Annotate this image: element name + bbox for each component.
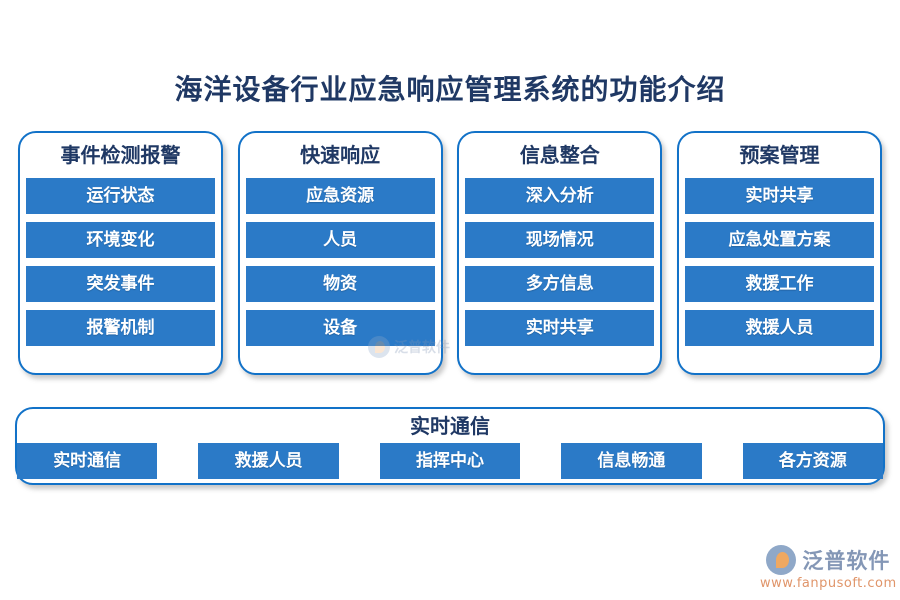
- feature-card-information-integration: 信息整合 深入分析 现场情况 多方信息 实时共享: [457, 131, 663, 375]
- page-title: 海洋设备行业应急响应管理系统的功能介绍: [174, 73, 726, 106]
- feature-bar[interactable]: 实时共享: [465, 310, 655, 346]
- feature-bar[interactable]: 深入分析: [465, 178, 655, 214]
- feature-bar[interactable]: 设备: [245, 310, 435, 346]
- feature-bar[interactable]: 实时共享: [684, 178, 874, 214]
- feature-bar[interactable]: 环境变化: [26, 222, 215, 258]
- feature-chip[interactable]: 信息畅通: [561, 443, 702, 479]
- company-url: www.fanpusoft.com: [760, 576, 897, 591]
- card-title: 信息整合: [519, 143, 600, 167]
- feature-chip[interactable]: 各方资源: [742, 443, 884, 479]
- card-item-list: 运行状态 环境变化 突发事件 报警机制: [26, 178, 215, 346]
- feature-bar[interactable]: 应急处置方案: [684, 222, 874, 258]
- card-item-list: 深入分析 现场情况 多方信息 实时共享: [465, 178, 655, 346]
- company-name: 泛普软件: [802, 549, 891, 573]
- feature-bar[interactable]: 运行状态: [26, 178, 215, 214]
- feature-card-plan-management: 预案管理 实时共享 应急处置方案 救援工作 救援人员: [676, 131, 882, 375]
- feature-bar[interactable]: 救援工作: [684, 266, 874, 302]
- feature-bar[interactable]: 物资: [245, 266, 435, 302]
- feature-bar[interactable]: 救援人员: [684, 310, 874, 346]
- card-title: 快速响应: [300, 143, 381, 167]
- card-item-list: 应急资源 人员 物资 设备: [245, 178, 435, 346]
- card-title: 实时通信: [410, 414, 490, 438]
- feature-bar[interactable]: 多方信息: [465, 266, 655, 302]
- card-title: 事件检测报警: [60, 143, 181, 167]
- feature-bar[interactable]: 人员: [245, 222, 435, 258]
- feature-chip[interactable]: 实时通信: [16, 443, 158, 479]
- card-title: 预案管理: [739, 143, 820, 167]
- logo-row: 泛普软件: [766, 545, 890, 575]
- fanpu-logo-icon: [766, 545, 797, 575]
- feature-bar[interactable]: 报警机制: [26, 310, 215, 346]
- feature-card-realtime-communication: 实时通信 实时通信 救援人员 指挥中心 信息畅通 各方资源: [15, 407, 885, 485]
- company-logo: 泛普软件 www.fanpusoft.com: [760, 545, 897, 591]
- feature-chip[interactable]: 指挥中心: [379, 443, 521, 479]
- card-item-list: 实时通信 救援人员 指挥中心 信息畅通 各方资源: [16, 443, 884, 479]
- feature-bar[interactable]: 应急资源: [245, 178, 435, 214]
- feature-bar[interactable]: 突发事件: [26, 266, 215, 302]
- feature-bar[interactable]: 现场情况: [465, 222, 655, 258]
- feature-card-event-detection: 事件检测报警 运行状态 环境变化 突发事件 报警机制: [18, 131, 223, 375]
- feature-columns: 事件检测报警 运行状态 环境变化 突发事件 报警机制 快速响应 应急资源 人员 …: [18, 131, 882, 377]
- feature-card-rapid-response: 快速响应 应急资源 人员 物资 设备: [237, 131, 443, 375]
- card-item-list: 实时共享 应急处置方案 救援工作 救援人员: [684, 178, 874, 346]
- feature-chip[interactable]: 救援人员: [198, 443, 339, 479]
